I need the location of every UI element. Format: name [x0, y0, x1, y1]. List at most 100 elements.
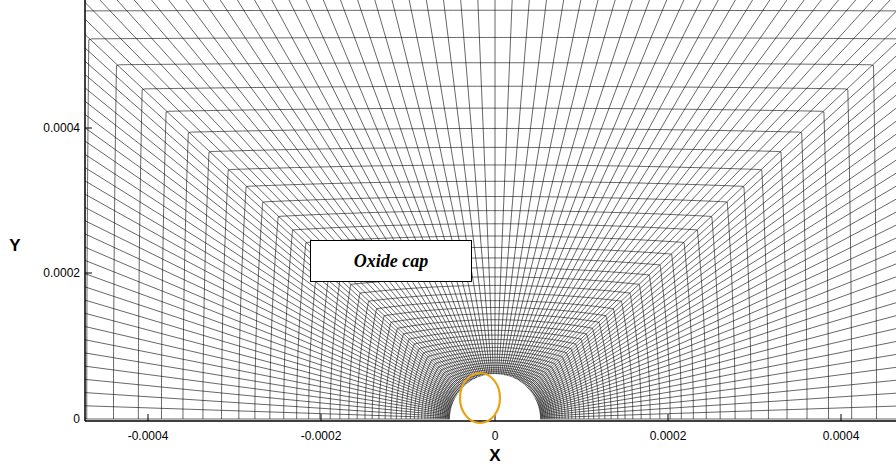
mesh-line — [495, 0, 496, 381]
mesh-line — [504, 0, 621, 382]
mesh-line — [385, 320, 605, 419]
mesh-line — [534, 147, 896, 401]
mesh-line — [85, 389, 450, 417]
mesh-line — [537, 237, 896, 406]
mesh-line — [284, 224, 707, 419]
tick — [85, 273, 92, 274]
mesh-line — [118, 0, 470, 388]
mesh-line — [423, 0, 490, 381]
mesh-line — [418, 351, 572, 419]
axis-title: X — [489, 447, 500, 464]
mesh-line — [85, 404, 450, 418]
mesh-line — [85, 0, 896, 419]
mesh-line — [528, 26, 896, 394]
mesh-line — [519, 0, 854, 387]
tick-label: 0.0004 — [43, 122, 80, 134]
mesh-line — [436, 368, 554, 419]
mesh-line — [297, 0, 481, 383]
mesh-line — [349, 285, 641, 419]
mesh-line — [85, 41, 461, 394]
mesh-line — [496, 0, 513, 381]
mesh-line — [315, 0, 482, 383]
mesh-line — [190, 0, 474, 385]
mesh-line — [297, 236, 694, 419]
mesh-line — [154, 0, 472, 386]
tick-label: 0.0004 — [823, 430, 860, 442]
mesh-line — [514, 0, 765, 384]
mesh-line — [369, 0, 486, 382]
mesh-line — [85, 374, 450, 416]
mesh-line — [255, 197, 735, 419]
mesh-line — [172, 0, 473, 386]
mesh-line — [520, 0, 872, 388]
mesh-line — [183, 128, 807, 419]
mesh-line — [320, 258, 670, 419]
mesh-grid — [85, 0, 896, 419]
mesh-line — [138, 86, 851, 419]
mesh-line — [161, 108, 828, 419]
mesh-line — [365, 301, 625, 419]
tick — [148, 414, 149, 421]
mesh-line — [438, 370, 552, 419]
mesh-line — [511, 0, 728, 384]
tick-label: 0.0002 — [43, 267, 80, 279]
mesh-line — [425, 357, 565, 419]
label-box: Oxide cap — [310, 240, 472, 282]
mesh-line — [441, 0, 491, 381]
mesh-line — [357, 293, 633, 419]
mesh-line — [530, 56, 896, 395]
mesh-line — [422, 354, 569, 419]
mesh-line — [330, 268, 660, 419]
mesh-line — [387, 0, 487, 382]
mesh-line — [85, 0, 465, 390]
mesh-line — [203, 147, 787, 419]
mesh-line — [516, 0, 800, 385]
mesh-line — [440, 372, 550, 419]
mesh-line — [459, 0, 492, 381]
y-axis — [84, 0, 86, 421]
mesh-line — [534, 132, 896, 400]
mesh-line — [85, 237, 453, 406]
tick-label: 0 — [492, 430, 499, 442]
axis-title: Y — [9, 237, 20, 254]
mesh-line — [85, 0, 467, 389]
mesh-line — [518, 0, 836, 386]
mesh-line — [533, 116, 896, 398]
mesh-line — [85, 0, 466, 390]
tick — [668, 414, 669, 421]
mesh-line — [535, 177, 896, 402]
mesh-line — [85, 283, 451, 410]
mesh-line — [372, 307, 618, 419]
mesh-line — [509, 0, 693, 383]
mesh-line — [401, 335, 588, 419]
mesh-line — [85, 10, 896, 419]
mesh-line — [340, 277, 650, 419]
tick — [321, 414, 322, 421]
tick — [841, 414, 842, 421]
mesh-line — [500, 0, 567, 381]
mesh-line — [525, 0, 896, 390]
mesh-line — [262, 0, 479, 384]
tick-label: 0 — [73, 413, 80, 425]
mesh-line — [498, 0, 531, 381]
mesh-line — [406, 340, 584, 419]
mesh-line — [333, 0, 483, 382]
mesh-line — [208, 0, 475, 385]
axes — [85, 0, 896, 421]
mesh-line — [396, 330, 593, 419]
mesh-line — [270, 211, 720, 419]
highlight-ellipse — [460, 373, 500, 423]
mesh-line — [431, 363, 560, 419]
mesh-line — [85, 419, 450, 420]
mesh-line — [87, 37, 896, 419]
mesh-line — [405, 0, 488, 381]
mesh-line — [433, 365, 556, 419]
tick — [85, 128, 92, 129]
mesh-line — [114, 63, 877, 419]
mesh-line — [525, 0, 896, 391]
mesh-line — [428, 360, 562, 419]
mesh-line — [279, 0, 479, 383]
